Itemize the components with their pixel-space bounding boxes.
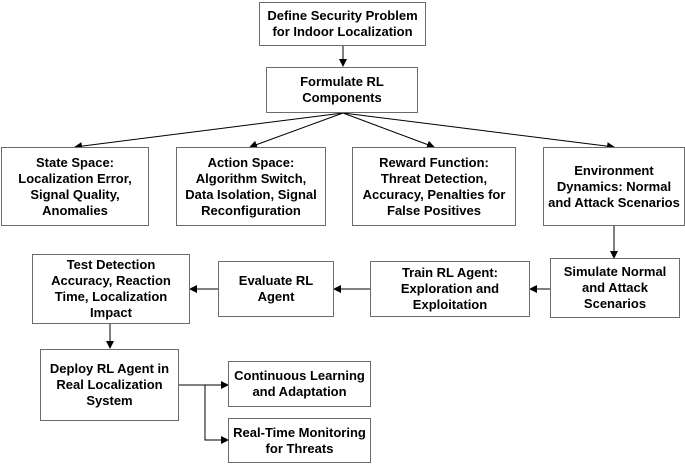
node-formulate-rl-components: Formulate RL Components [266,67,418,113]
edge-formulate-env [342,112,615,151]
node-reward-function: Reward Function: Threat Detection, Accur… [352,147,516,226]
edge-formulate-state [74,112,344,151]
node-test-detection-accuracy: Test Detection Accuracy, Reaction Time, … [32,254,190,324]
node-action-space: Action Space: Algorithm Switch, Data Iso… [176,147,326,226]
node-environment-dynamics: Environment Dynamics: Normal and Attack … [543,147,685,226]
node-real-time-monitoring: Real-Time Monitoring for Threats [228,418,371,463]
node-deploy-rl-agent: Deploy RL Agent in Real Localization Sys… [40,349,179,421]
edge-formulate-reward [342,112,435,149]
node-define-security-problem: Define Security Problem for Indoor Local… [259,2,426,46]
node-train-rl-agent: Train RL Agent: Exploration and Exploita… [370,261,530,317]
edge-formulate-action [249,112,344,149]
node-state-space: State Space: Localization Error, Signal … [1,147,149,226]
node-continuous-learning: Continuous Learning and Adaptation [228,361,371,407]
edge-deploy-monitor [204,385,229,444]
node-simulate-scenarios: Simulate Normal and Attack Scenarios [550,258,680,318]
node-evaluate-rl-agent: Evaluate RL Agent [218,261,334,317]
